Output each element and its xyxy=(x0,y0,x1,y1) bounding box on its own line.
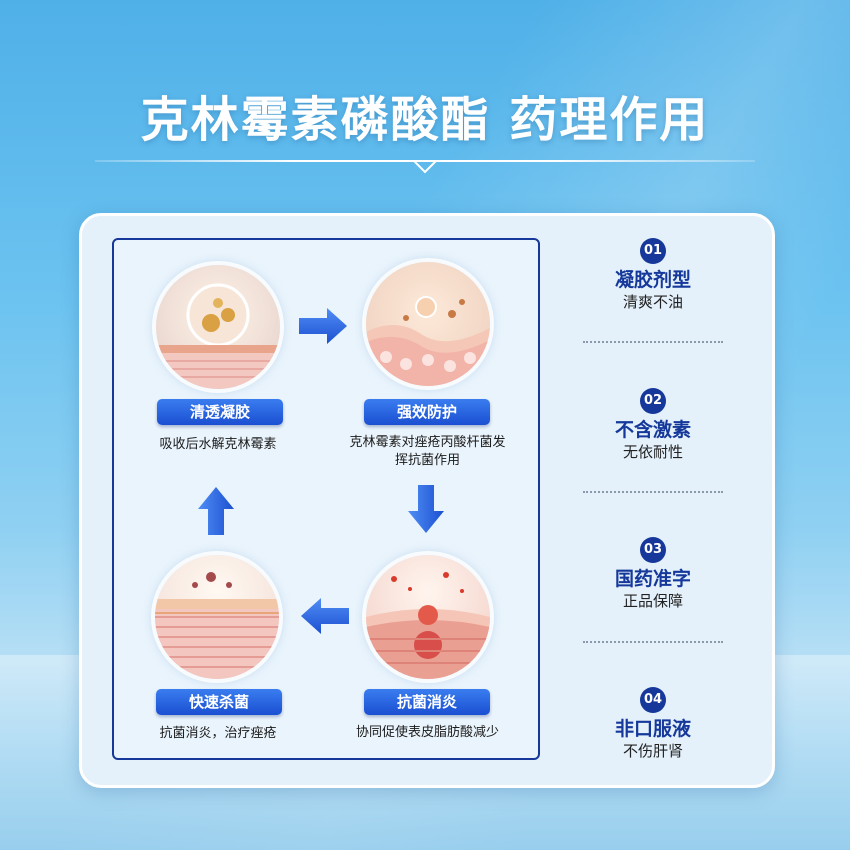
step-1-desc: 吸收后水解克林霉素 xyxy=(159,437,277,452)
step-2-image xyxy=(366,262,490,386)
feature-3-subtitle: 正品保障 xyxy=(622,592,683,610)
feature-1: 01 凝胶剂型 清爽不油 xyxy=(583,238,723,312)
feature-4-number-badge: 04 xyxy=(640,687,666,713)
feature-2-number-badge: 02 xyxy=(640,388,666,414)
title-divider xyxy=(95,160,755,162)
feature-divider xyxy=(583,341,723,343)
step-4-label: 快速杀菌 xyxy=(156,689,282,715)
title-notch-icon xyxy=(413,160,437,174)
feature-divider xyxy=(583,491,723,493)
feature-4-subtitle: 不伤肝肾 xyxy=(622,742,683,760)
step-4-desc: 抗菌消炎，治疗痤疮 xyxy=(159,726,277,741)
arrow-left-icon xyxy=(301,598,349,634)
step-3-image xyxy=(366,555,490,679)
feature-4-title: 非口服液 xyxy=(614,718,691,740)
feature-3-number-badge: 03 xyxy=(640,537,666,563)
step-4-image xyxy=(155,555,279,679)
arrow-down-icon xyxy=(408,485,444,533)
step-1-image xyxy=(156,265,280,389)
step-2-label: 强效防护 xyxy=(364,399,490,425)
step-3-label: 抗菌消炎 xyxy=(364,689,490,715)
feature-2: 02 不含激素 无依耐性 xyxy=(583,388,723,462)
feature-3: 03 国药准字 正品保障 xyxy=(583,537,723,611)
arrow-right-icon xyxy=(299,308,347,344)
step-1-label: 清透凝胶 xyxy=(157,399,283,425)
feature-3-title: 国药准字 xyxy=(614,568,691,590)
feature-2-subtitle: 无依耐性 xyxy=(622,443,683,461)
step-3-desc: 协同促使表皮脂肪酸减少 xyxy=(355,725,499,740)
arrow-up-icon xyxy=(198,487,234,535)
feature-1-title: 凝胶剂型 xyxy=(614,269,691,291)
feature-4: 04 非口服液 不伤肝肾 xyxy=(583,687,723,761)
feature-1-subtitle: 清爽不油 xyxy=(622,293,683,311)
feature-divider xyxy=(583,641,723,643)
feature-1-number-badge: 01 xyxy=(640,238,666,264)
page-title: 克林霉素磷酸酯 药理作用 xyxy=(140,92,710,148)
step-2-desc: 克林霉素对痤疮丙酸杆菌发挥抗菌作用 xyxy=(349,435,506,468)
feature-2-title: 不含激素 xyxy=(614,419,691,441)
